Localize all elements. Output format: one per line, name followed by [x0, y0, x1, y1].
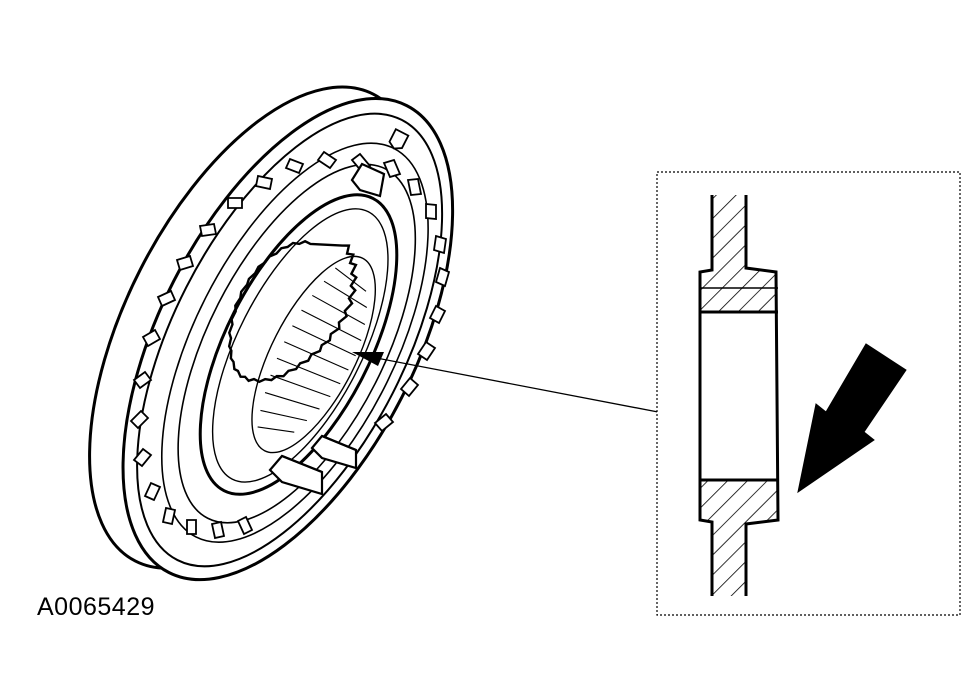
lower-web-section: [700, 480, 778, 596]
spline-bore-back: [251, 255, 377, 454]
leader-arrow: [352, 352, 659, 413]
outer-teeth: [388, 128, 410, 150]
spline-bore-front: [227, 239, 358, 384]
spline-grooves: [257, 267, 368, 433]
upper-web-section: [700, 195, 778, 312]
section-outline: [698, 195, 780, 596]
cross-section-detail: [656, 171, 961, 616]
leader-arrowhead: [352, 352, 384, 366]
outer-rim-inner-line: [136, 112, 444, 568]
indicator-arrow-icon: [797, 343, 907, 494]
figure-id-label: A0065429: [37, 593, 156, 621]
synchronizer-hub: [88, 85, 455, 582]
ring-teeth: [129, 150, 451, 540]
leader-line: [365, 355, 659, 413]
bore-gap: [700, 312, 778, 480]
lugs: [268, 162, 386, 496]
hub-face-inner: [211, 208, 389, 483]
outer-rim-front: [121, 97, 455, 582]
